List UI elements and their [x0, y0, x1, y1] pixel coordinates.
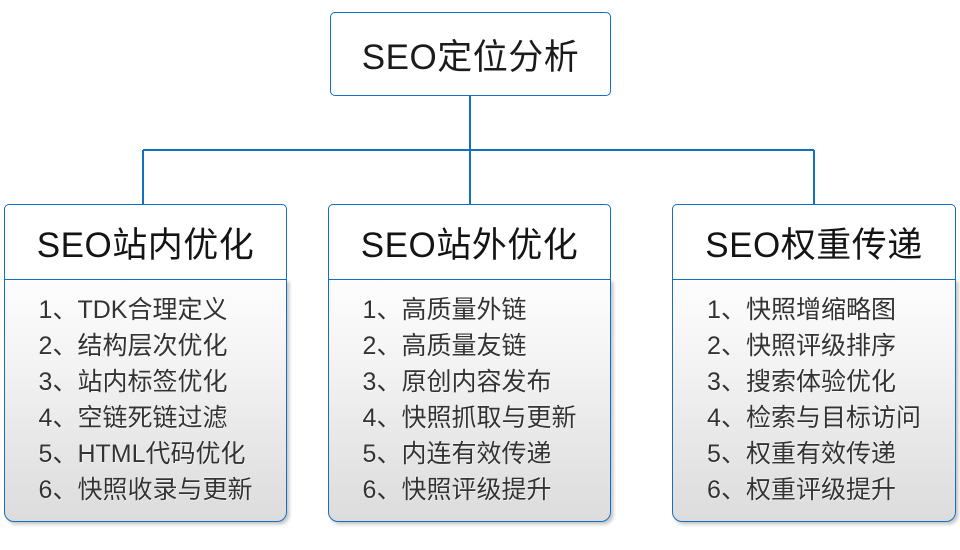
item-list-2: 1、高质量外链 2、高质量友链 3、原创内容发布 4、快照抓取与更新 5、内连有… [363, 292, 577, 508]
root-node[interactable]: SEO定位分析 [330, 12, 611, 96]
branch-header-1[interactable]: SEO站内优化 [4, 204, 287, 281]
list-item: 1、快照增缩略图 [707, 296, 896, 325]
list-item: 5、内连有效传递 [362, 440, 552, 469]
branch-body-2: 1、高质量外链 2、高质量友链 3、原创内容发布 4、快照抓取与更新 5、内连有… [328, 279, 611, 523]
branch-header-3[interactable]: SEO权重传递 [672, 204, 956, 281]
list-item: 5、权重有效传递 [707, 440, 896, 469]
branch-header-2[interactable]: SEO站外优化 [328, 204, 611, 281]
branch-header-label-2: SEO站外优化 [360, 226, 579, 265]
list-item: 4、检索与目标访问 [707, 404, 921, 433]
branch-body-1: 1、TDK合理定义 2、结构层次优化 3、站内标签优化 4、空链死链过滤 5、H… [4, 279, 287, 523]
list-item: 1、TDK合理定义 [38, 296, 228, 325]
branch-column-1: SEO站内优化 1、TDK合理定义 2、结构层次优化 3、站内标签优化 4、空链… [4, 204, 287, 523]
list-item: 4、空链死链过滤 [38, 404, 228, 433]
list-item: 4、快照抓取与更新 [362, 404, 577, 433]
branch-header-label-1: SEO站内优化 [36, 226, 255, 265]
list-item: 6、快照评级提升 [362, 476, 552, 505]
item-list-3: 1、快照增缩略图 2、快照评级排序 3、搜索体验优化 4、检索与目标访问 5、权… [707, 292, 921, 508]
list-item: 3、原创内容发布 [362, 368, 552, 397]
list-item: 2、结构层次优化 [38, 332, 228, 361]
item-list-1: 1、TDK合理定义 2、结构层次优化 3、站内标签优化 4、空链死链过滤 5、H… [39, 292, 253, 508]
branch-column-2: SEO站外优化 1、高质量外链 2、高质量友链 3、原创内容发布 4、快照抓取与… [328, 204, 611, 523]
root-node-label: SEO定位分析 [361, 37, 580, 77]
list-item: 6、权重评级提升 [707, 476, 896, 505]
branch-column-3: SEO权重传递 1、快照增缩略图 2、快照评级排序 3、搜索体验优化 4、检索与… [672, 204, 956, 523]
list-item: 6、快照收录与更新 [38, 476, 253, 505]
branch-header-label-3: SEO权重传递 [705, 226, 923, 265]
list-item: 5、HTML代码优化 [38, 440, 246, 469]
list-item: 3、搜索体验优化 [707, 368, 896, 397]
branch-body-3: 1、快照增缩略图 2、快照评级排序 3、搜索体验优化 4、检索与目标访问 5、权… [672, 279, 956, 523]
list-item: 3、站内标签优化 [38, 368, 228, 397]
list-item: 2、高质量友链 [362, 332, 527, 361]
list-item: 1、高质量外链 [362, 296, 527, 325]
list-item: 2、快照评级排序 [707, 332, 896, 361]
